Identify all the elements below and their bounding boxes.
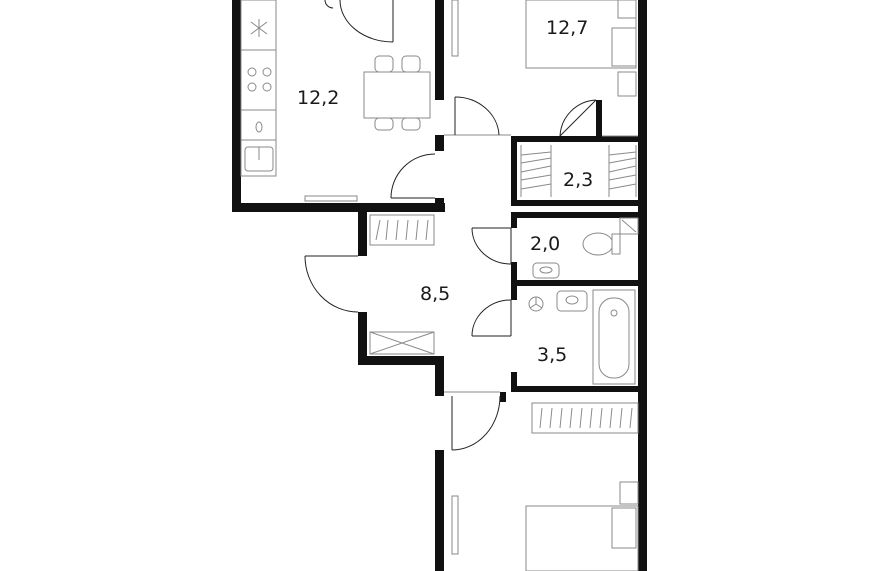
wall: [435, 0, 444, 100]
wall: [435, 356, 444, 396]
room-area-hallway: 8,5: [420, 283, 450, 305]
wall: [511, 212, 647, 218]
washing-machine-icon: [528, 296, 544, 312]
pillow: [611, 507, 637, 549]
storage-hall: [369, 331, 435, 355]
walls: [232, 0, 647, 571]
wall: [511, 286, 517, 300]
door-closet: [559, 99, 597, 137]
closet-fixtures: [520, 145, 637, 197]
room-area-kitchen: 12,2: [297, 87, 339, 109]
wall: [358, 312, 367, 364]
wall: [500, 392, 506, 402]
toilet-fixtures: [532, 217, 639, 279]
pillow: [617, 0, 637, 19]
washbasin-icon: [556, 290, 588, 312]
room-area-bedroom-top: 12,7: [546, 17, 588, 39]
shelf-right: [608, 145, 637, 197]
shaft-icon: [619, 217, 639, 235]
door-bathroom: [471, 299, 512, 337]
wall: [511, 200, 647, 206]
toilet-icon: [582, 232, 621, 256]
wardrobe-hall: [369, 214, 435, 246]
wall: [358, 356, 444, 365]
door-bedroom-top-left: [454, 96, 500, 136]
door-kitchen-hall: [390, 153, 436, 199]
radiator: [304, 195, 358, 202]
dining-table: [363, 71, 431, 119]
radiator: [451, 0, 459, 57]
wall: [511, 386, 647, 392]
wall: [435, 135, 444, 151]
bathtub-icon: [592, 289, 636, 385]
bedroom-bottom-fixtures: [451, 402, 639, 571]
wall: [435, 198, 444, 212]
wall: [232, 203, 445, 212]
room-labels: 12,2 12,7 2,3 2,0 8,5 3,5: [297, 17, 593, 366]
washbasin-icon: [532, 262, 560, 279]
bedroom-top-fixtures: [451, 0, 637, 97]
door-toilet: [471, 227, 512, 265]
radiator: [451, 495, 459, 555]
wall: [358, 212, 367, 256]
wall: [511, 280, 647, 286]
wall: [511, 372, 517, 392]
shelf-left: [520, 145, 552, 197]
extractor-icon: [250, 19, 268, 37]
wardrobe-bedroom: [531, 402, 639, 434]
sink-drain-icon: [255, 121, 263, 133]
door-entrance: [304, 255, 359, 313]
bathroom-fixtures: [528, 289, 636, 385]
door-bedroom-bottom: [451, 395, 501, 451]
wall: [435, 450, 444, 571]
wall: [511, 212, 517, 228]
doors: [304, 0, 597, 451]
chairs: [374, 55, 421, 131]
nightstand: [617, 71, 637, 97]
nightstand: [619, 481, 639, 505]
hallway-fixtures: [369, 214, 435, 355]
door-kitchen-top: [324, 0, 394, 43]
wall: [596, 100, 602, 136]
pillow: [611, 27, 637, 67]
hob-icon: [247, 67, 272, 92]
kitchen-fixtures: [240, 0, 431, 202]
wall: [511, 136, 647, 142]
room-area-bathroom: 3,5: [537, 344, 567, 366]
wall: [511, 136, 517, 206]
room-area-toilet: 2,0: [530, 233, 560, 255]
room-area-closet: 2,3: [563, 169, 593, 191]
wall: [511, 262, 517, 282]
sink-icon: [244, 146, 274, 172]
wall: [232, 0, 241, 212]
